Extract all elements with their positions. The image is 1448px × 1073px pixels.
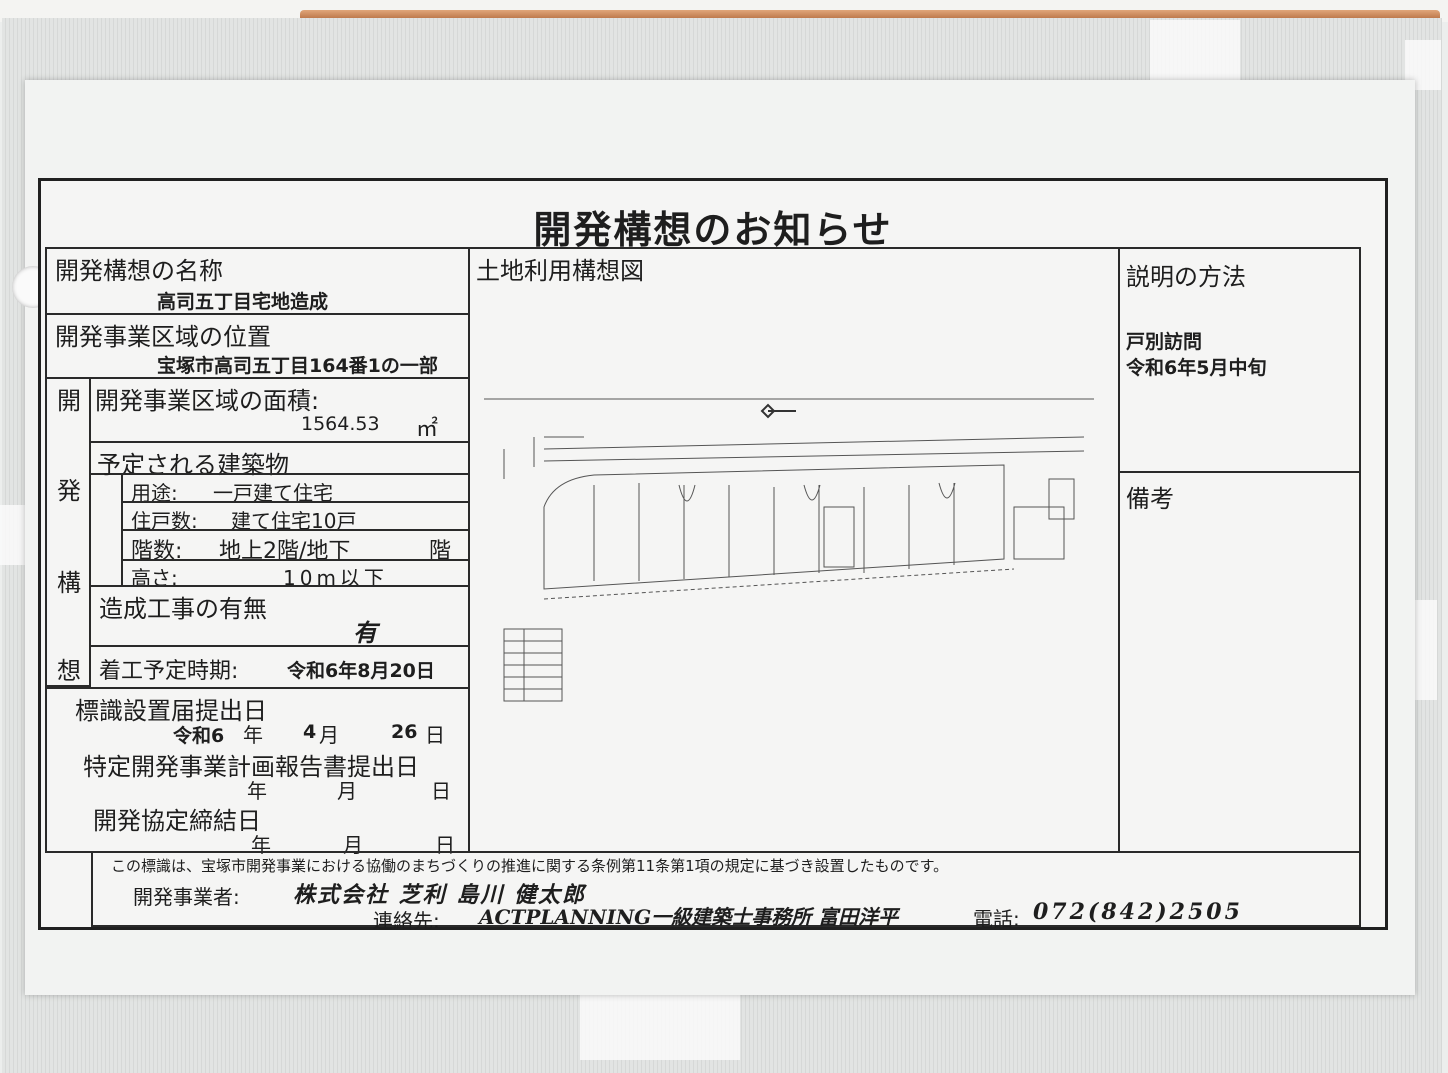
location-label: 開発事業区域の位置 xyxy=(55,323,271,351)
name-value: 高司五丁目宅地造成 xyxy=(157,291,329,313)
sign-label: 標識設置届提出日 xyxy=(75,697,267,725)
building-box: 予定される建築物 xyxy=(89,441,470,479)
method-label: 説明の方法 xyxy=(1126,263,1246,291)
floors-row: 階数: 地上2階/地下 階 xyxy=(121,529,470,564)
vertical-char: 開 xyxy=(57,387,81,415)
tape-strip xyxy=(1150,20,1240,90)
area-label: 開発事業区域の面積: xyxy=(95,387,320,415)
report-label: 特定開発事業計画報告書提出日 xyxy=(83,753,419,781)
agreement-label: 開発協定締結日 xyxy=(93,807,261,835)
contact-value: ACTPLANNING一級建築士事務所 富田洋平 xyxy=(479,905,899,929)
day-unit: 日 xyxy=(425,723,445,747)
sign-month: 4 xyxy=(303,721,317,743)
method-line2: 令和6年5月中旬 xyxy=(1126,357,1267,379)
use-row: 用途: 一戸建て住宅 xyxy=(121,473,470,505)
tape-strip xyxy=(580,995,740,1060)
remarks-label: 備考 xyxy=(1126,485,1174,513)
dates-box: 標識設置届提出日 令和6 年 4 月 26 日 特定開発事業計画報告書提出日 年… xyxy=(45,687,470,857)
grading-box: 造成工事の有無 有 xyxy=(89,585,470,647)
grading-label: 造成工事の有無 xyxy=(99,595,267,623)
phone-value: 072(842)2505 xyxy=(1033,899,1243,925)
day-unit: 日 xyxy=(431,779,451,803)
notice-frame: 開発構想のお知らせ 開発構想の名称 高司五丁目宅地造成 開発事業区域の位置 宝塚… xyxy=(38,178,1388,933)
sign-day: 26 xyxy=(391,721,418,743)
site-plan-drawing xyxy=(484,398,1094,702)
developer-label: 開発事業者: xyxy=(133,885,240,909)
area-value: 1564.53 xyxy=(301,413,380,435)
start-value: 令和6年8月20日 xyxy=(287,660,435,682)
month-unit: 月 xyxy=(319,723,339,747)
map-label: 土地利用構想図 xyxy=(476,257,644,285)
page-title: 開発構想のお知らせ xyxy=(533,208,893,252)
location-box: 開発事業区域の位置 宝塚市高司五丁目164番1の一部 xyxy=(45,313,470,379)
vertical-char: 想 xyxy=(57,657,81,685)
phone-label: 電話: xyxy=(973,907,1020,931)
contact-label: 連絡先: xyxy=(373,909,440,933)
start-label: 着工予定時期: xyxy=(99,659,239,684)
remarks-box: 備考 xyxy=(1118,471,1361,853)
floors-suffix: 階 xyxy=(429,539,452,564)
month-unit: 月 xyxy=(337,779,357,803)
height-row: 高さ: 10m以下 xyxy=(121,559,470,590)
vertical-char: 発 xyxy=(57,477,81,505)
grading-value: 有 xyxy=(353,618,377,647)
start-box: 着工予定時期: 令和6年8月20日 xyxy=(89,645,470,689)
sign-era: 令和6 xyxy=(173,725,225,747)
area-box: 開発事業区域の面積: 1564.53 ㎡ xyxy=(89,377,470,443)
footer-box: この標識は、宝塚市開発事業における協働のまちづくりの推進に関する条例第11条第1… xyxy=(91,851,1361,933)
method-line1: 戸別訪問 xyxy=(1126,331,1203,353)
area-unit: ㎡ xyxy=(416,417,439,442)
developer-value: 株式会社 芝利 島川 健太郎 xyxy=(293,882,586,908)
vertical-char: 構 xyxy=(57,569,81,597)
year-unit: 年 xyxy=(243,723,263,747)
footer-note: この標識は、宝塚市開発事業における協働のまちづくりの推進に関する条例第11条第1… xyxy=(111,857,949,875)
vertical-label-box: 開 発 構 想 xyxy=(45,377,91,687)
map-box: 土地利用構想図 xyxy=(468,247,1120,853)
year-unit: 年 xyxy=(247,779,267,803)
name-box: 開発構想の名称 高司五丁目宅地造成 xyxy=(45,247,470,315)
location-value: 宝塚市高司五丁目164番1の一部 xyxy=(157,355,438,377)
method-box: 説明の方法 戸別訪問 令和6年5月中旬 xyxy=(1118,247,1361,473)
units-row: 住戸数: 建て住宅10戸 xyxy=(121,501,470,533)
name-label: 開発構想の名称 xyxy=(55,257,223,285)
